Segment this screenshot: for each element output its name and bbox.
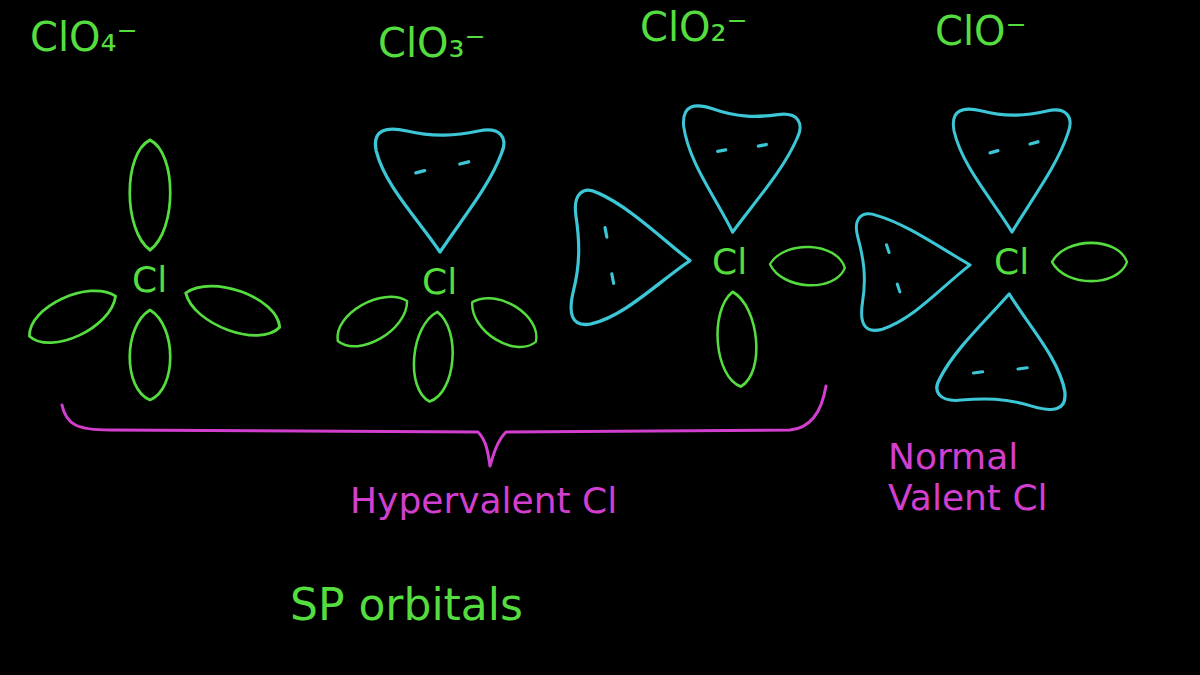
group-label: Normal Valent Cl [888, 436, 1128, 519]
sp-orbital [21, 140, 1127, 403]
atom-label: Cl [422, 261, 457, 302]
atom-label: Cl [994, 241, 1029, 282]
formula-label: ClO₃⁻ [378, 20, 486, 66]
lone-pair-orbital [375, 105, 1073, 411]
group-bracket [62, 386, 826, 466]
atom-label: Cl [712, 241, 747, 282]
caption-label: SP orbitals [290, 580, 523, 631]
group-label: Hypervalent Cl [350, 480, 617, 521]
formula-label: ClO₂⁻ [640, 4, 748, 50]
atom-label: Cl [132, 259, 167, 300]
formula-label: ClO⁻ [935, 8, 1027, 54]
formula-label: ClO₄⁻ [30, 14, 138, 60]
